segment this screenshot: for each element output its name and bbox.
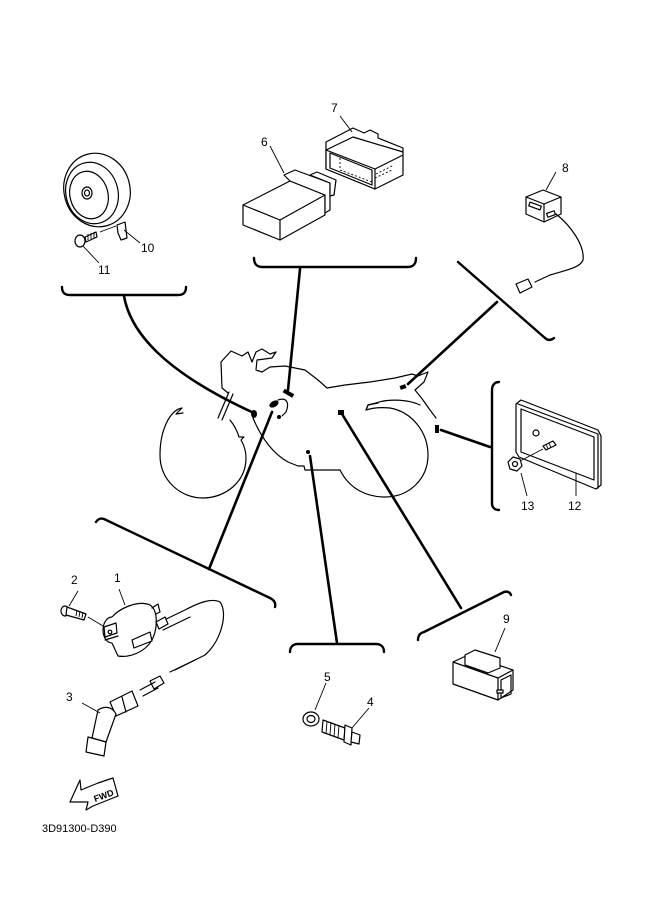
neutral-switch-part <box>302 682 370 746</box>
callout-3: 3 <box>66 690 73 704</box>
bracket-relay <box>456 260 556 342</box>
callout-12: 12 <box>568 499 582 513</box>
callout-11: 11 <box>98 263 111 277</box>
callout-5: 5 <box>324 670 331 684</box>
bracket-coil <box>94 517 277 609</box>
bracket-cdi <box>252 256 418 269</box>
callout-4: 4 <box>367 695 374 709</box>
callout-6: 6 <box>261 135 268 149</box>
bracket-horn <box>60 285 188 297</box>
callout-8: 8 <box>562 161 569 175</box>
drawing-code: 3D91300-D390 <box>42 823 117 835</box>
relay-part <box>515 171 584 294</box>
callout-2: 2 <box>71 573 78 587</box>
horn-part <box>63 152 141 264</box>
callout-1: 1 <box>114 571 121 585</box>
leader-lines <box>122 267 499 645</box>
cdi-part <box>242 145 337 241</box>
callout-labels: 1 2 3 4 5 6 7 8 9 10 11 12 13 <box>66 101 582 709</box>
ignition-coil-part <box>60 588 225 757</box>
motorcycle-outline <box>159 348 439 499</box>
callout-9: 9 <box>503 612 510 626</box>
flasher-relay-part <box>452 627 514 701</box>
callout-13: 13 <box>521 499 535 513</box>
bracket-reflector <box>490 380 501 512</box>
callout-7: 7 <box>331 101 338 115</box>
bracket-flasher <box>416 590 513 642</box>
bracket-switch <box>288 642 386 654</box>
forward-arrow-icon: FWD <box>69 777 119 811</box>
reflector-part <box>507 399 602 497</box>
brackets <box>60 256 556 654</box>
cover-part <box>325 115 404 190</box>
callout-10: 10 <box>141 241 155 255</box>
